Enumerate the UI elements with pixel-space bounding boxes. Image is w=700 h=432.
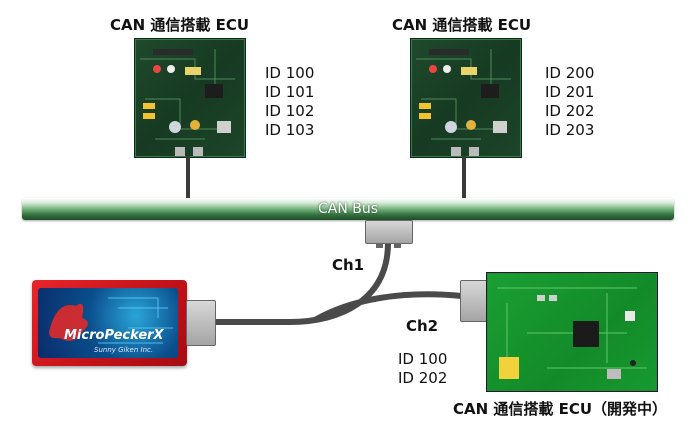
ecu2-bus-wire	[462, 156, 466, 202]
ecu1-title: CAN 通信搭載 ECU	[110, 16, 250, 34]
ecu2-circuit-art	[416, 49, 511, 156]
dev-ecu-id-list: ID 100 ID 202	[398, 350, 447, 388]
ecu1-bus-wire	[186, 156, 190, 202]
dev-ecu-id: ID 100	[398, 350, 448, 368]
dev-ecu-title: CAN 通信搭載 ECU（開発中）	[453, 400, 668, 418]
analyzer-faceplate: MicroPeckerX Sunny Giken Inc.	[38, 288, 178, 358]
ecu1-id: ID 100	[265, 64, 315, 82]
analyzer-graphic	[49, 297, 173, 344]
ecu2-id: ID 202	[545, 102, 595, 120]
can-bus: CAN Bus	[22, 198, 674, 220]
ch1-cable	[212, 240, 391, 325]
ecu1-circuit-art	[140, 49, 235, 156]
ecu2-id-list: ID 200 ID 201 ID 202 ID 203	[545, 64, 594, 140]
bus-tap-connector	[365, 220, 413, 244]
dev-ecu-board	[486, 272, 658, 392]
ch1-label: Ch1	[332, 256, 365, 274]
ecu2-id: ID 201	[545, 83, 595, 101]
ecu1-id: ID 102	[265, 102, 315, 120]
ecu1-id: ID 103	[265, 121, 315, 139]
can-bus-label: CAN Bus	[317, 201, 379, 217]
ecu2-id: ID 203	[545, 121, 595, 139]
analyzer-connector	[186, 300, 216, 346]
dev-ecu-circuit-art	[497, 287, 647, 379]
ecu1-id-list: ID 100 ID 101 ID 102 ID 103	[265, 64, 314, 140]
ecu2-board	[410, 38, 522, 158]
ch2-label: Ch2	[406, 317, 439, 335]
ch2-cable	[312, 291, 465, 323]
ecu2-title: CAN 通信搭載 ECU	[392, 16, 532, 34]
dev-ecu-id: ID 202	[398, 369, 448, 387]
micropecker-analyzer: MicroPeckerX Sunny Giken Inc.	[32, 280, 187, 366]
analyzer-maker: Sunny Giken Inc.	[94, 346, 154, 354]
ecu2-id: ID 200	[545, 64, 595, 82]
ecu1-id: ID 101	[265, 83, 315, 101]
ecu1-board	[134, 38, 246, 158]
analyzer-brand: MicroPeckerX	[64, 328, 164, 343]
